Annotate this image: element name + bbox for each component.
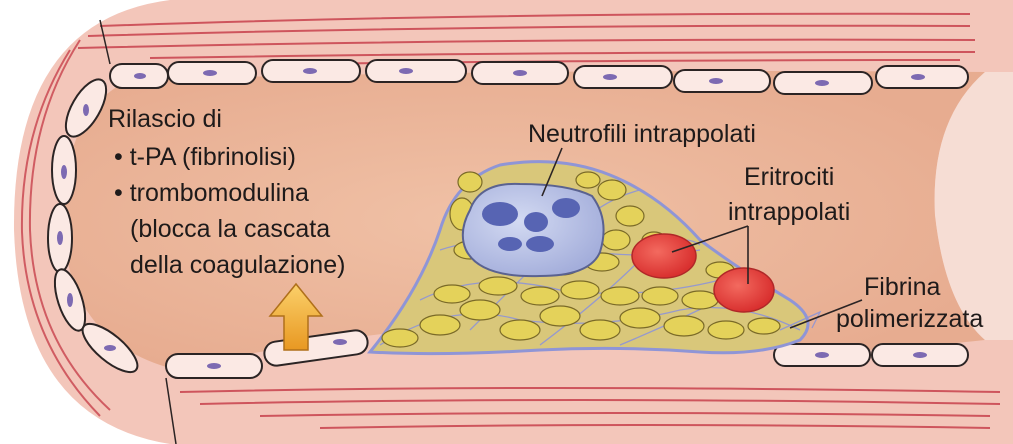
erythrocytes-label-line1: Eritrociti bbox=[744, 163, 834, 192]
fibrin-label-line1: Fibrina bbox=[864, 273, 940, 302]
thrombomodulin-item: • trombomodulina bbox=[114, 179, 309, 208]
block-note-line1: (blocca la cascata bbox=[130, 215, 330, 244]
block-note-line2: della coagulazione) bbox=[130, 251, 345, 280]
release-title: Rilascio di bbox=[108, 105, 222, 134]
erythrocytes-label-line2: intrappolati bbox=[728, 198, 850, 227]
neutrophils-label: Neutrofili intrappolati bbox=[528, 120, 756, 149]
neutrophil bbox=[463, 184, 604, 276]
fibrin-label-line2: polimerizzata bbox=[836, 305, 983, 334]
tpa-item: • t-PA (fibrinolisi) bbox=[114, 143, 296, 172]
